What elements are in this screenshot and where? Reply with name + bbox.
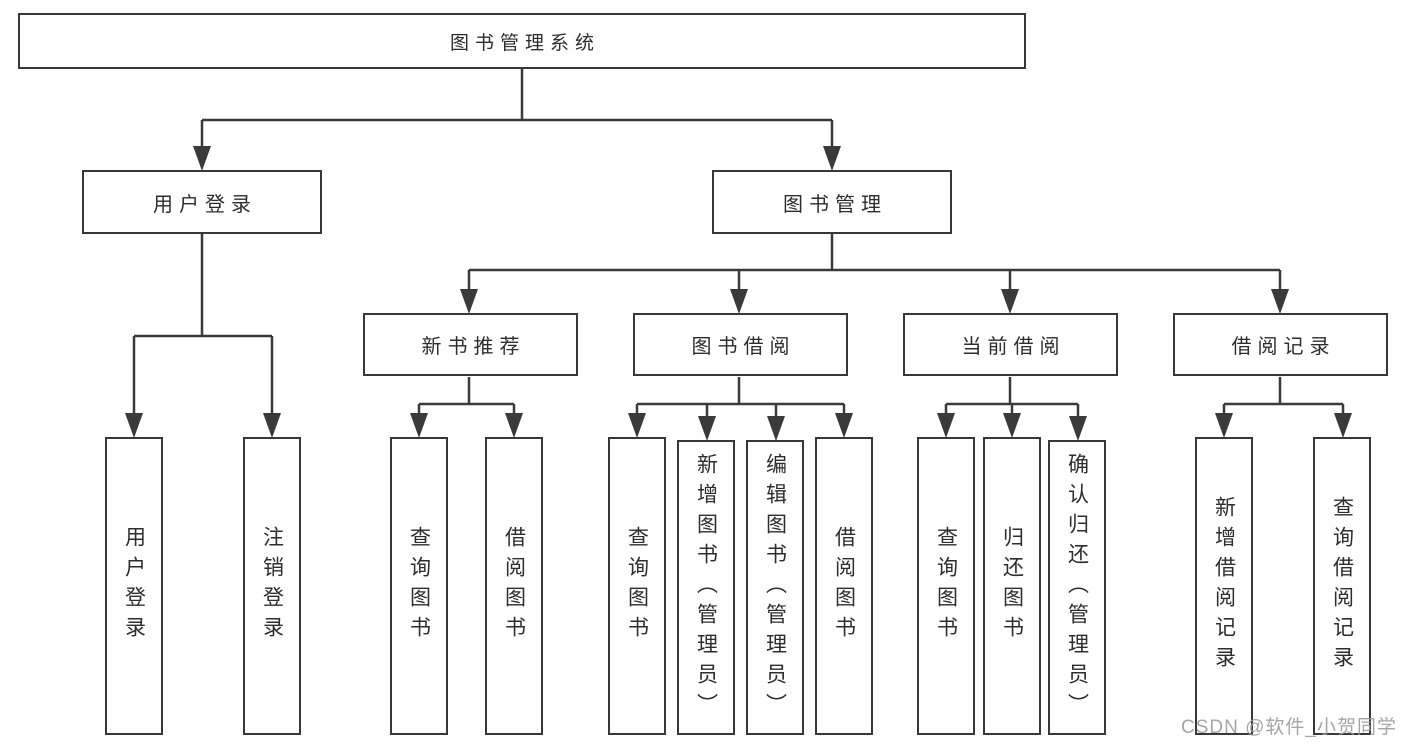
leaf-label: 查询借阅记录 — [1330, 496, 1354, 676]
node-label: 图书借阅 — [691, 336, 796, 358]
leaf-label: 确认归还（管理员） — [1065, 452, 1089, 723]
csdn-watermark: CSDN @软件_小贺同学 — [1181, 717, 1397, 738]
node-library-management-system: 图书管理系统 — [18, 13, 1026, 69]
leaf-label: 借阅图书 — [502, 526, 526, 646]
leaf-label: 查询图书 — [934, 526, 958, 646]
leaf-logout: 注销登录 — [243, 437, 301, 735]
leaf-user-login: 用户登录 — [105, 437, 163, 735]
node-book-borrowing: 图书借阅 — [633, 313, 848, 376]
leaf-edit-books-admin: 编辑图书（管理员） — [746, 440, 804, 735]
node-label: 用户登录 — [153, 193, 257, 216]
node-current-borrowing: 当前借阅 — [903, 313, 1118, 376]
node-label: 图书管理系统 — [449, 32, 600, 54]
node-label: 图书管理 — [783, 193, 887, 216]
leaf-label: 新增图书（管理员） — [694, 452, 718, 723]
leaf-query-books-current: 查询图书 — [917, 437, 975, 735]
leaf-borrow-books: 借阅图书 — [815, 437, 873, 735]
leaf-label: 归还图书 — [1000, 526, 1024, 646]
node-book-management: 图书管理 — [712, 170, 952, 234]
node-label: 新书推荐 — [421, 336, 526, 358]
node-label: 当前借阅 — [961, 336, 1066, 358]
leaf-label: 新增借阅记录 — [1212, 496, 1236, 676]
leaf-label: 借阅图书 — [832, 526, 856, 646]
leaf-label: 编辑图书（管理员） — [763, 452, 787, 723]
leaf-add-books-admin: 新增图书（管理员） — [677, 440, 735, 735]
leaf-return-books: 归还图书 — [983, 437, 1041, 735]
leaf-confirm-return-admin: 确认归还（管理员） — [1048, 440, 1106, 735]
node-user-login: 用户登录 — [82, 170, 322, 234]
leaf-label: 查询图书 — [625, 526, 649, 646]
leaf-query-books-recommend: 查询图书 — [390, 437, 448, 735]
leaf-borrow-books-recommend: 借阅图书 — [485, 437, 543, 735]
leaf-add-borrow-record: 新增借阅记录 — [1195, 437, 1253, 735]
leaf-query-borrow-record: 查询借阅记录 — [1313, 437, 1371, 735]
leaf-label: 查询图书 — [407, 526, 431, 646]
leaf-label: 用户登录 — [122, 526, 146, 646]
arrowheads — [125, 146, 1352, 441]
node-new-book-recommendation: 新书推荐 — [363, 313, 578, 376]
leaf-query-books-borrow: 查询图书 — [608, 437, 666, 735]
node-borrowing-records: 借阅记录 — [1173, 313, 1388, 376]
node-label: 借阅记录 — [1231, 336, 1336, 358]
leaf-label: 注销登录 — [260, 526, 284, 646]
